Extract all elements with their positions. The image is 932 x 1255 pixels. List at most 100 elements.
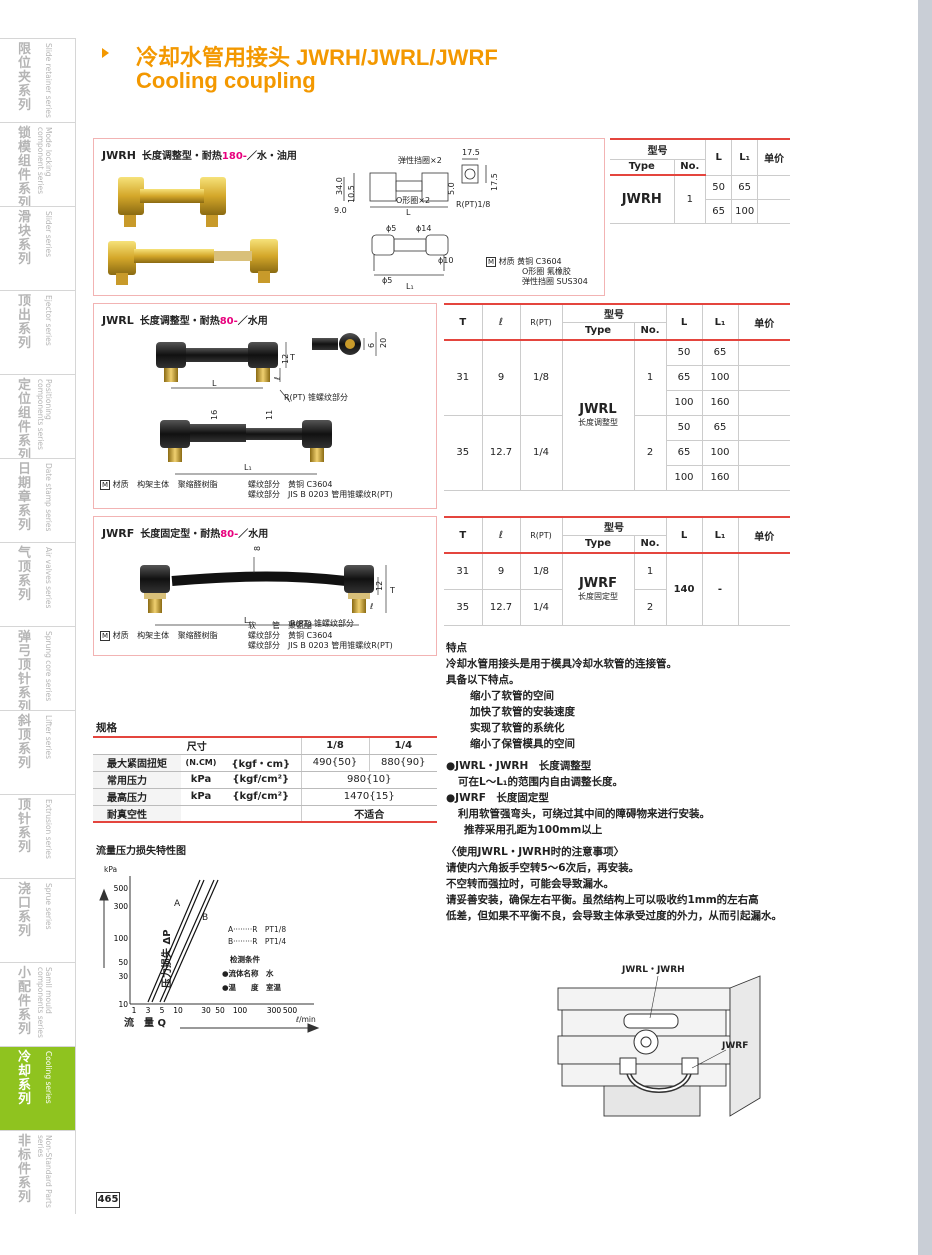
features-title: 特点 — [446, 642, 467, 654]
svg-text:12: 12 — [281, 354, 290, 364]
svg-text:20: 20 — [379, 338, 388, 348]
svg-text:L: L — [212, 379, 217, 388]
y-tick-label: 500 — [114, 884, 129, 893]
title-marker-icon — [102, 48, 109, 58]
sidebar-item-label: 斜顶系列 — [18, 714, 32, 771]
svg-text:JWRF: JWRF — [721, 1041, 748, 1051]
svg-text:L: L — [244, 616, 249, 625]
sidebar-item-label: 滑块系列 — [18, 210, 32, 267]
sidebar-item-label: 定位组件系列 — [18, 378, 32, 459]
x-tick-label: 300 — [267, 1006, 282, 1015]
page-title: 冷却水管用接头 JWRH/JWRL/JWRF — [136, 45, 498, 70]
sidebar-item-label: 冷却系列 — [18, 1050, 32, 1107]
sidebar-item[interactable]: 顶出系列 Ejector series — [0, 290, 76, 374]
sidebar-item-label: 气顶系列 — [18, 546, 32, 603]
sidebar-item-en-label: Mode locking component series — [36, 127, 53, 195]
svg-text:L₁: L₁ — [244, 463, 252, 472]
svg-text:R(PT)1/8: R(PT)1/8 — [456, 200, 490, 209]
svg-text:17.5: 17.5 — [490, 173, 499, 191]
svg-text:34.0: 34.0 — [335, 177, 344, 195]
spec-table: 尺寸 1/8 1/4 最大紧固扭矩 (N.CM) {kgf・cm} 490{50… — [93, 736, 437, 823]
svg-text:●流体名称 水: ●流体名称 水 — [222, 968, 274, 978]
svg-text:L₁: L₁ — [406, 282, 414, 291]
x-tick-label: 1 — [132, 1006, 137, 1015]
sidebar-item-label: 浇口系列 — [18, 882, 32, 939]
svg-text:6: 6 — [367, 343, 376, 348]
material-mark-icon: M — [100, 480, 111, 490]
jwrf-drawing: 8 T 12 ℓ L — [140, 546, 395, 626]
sidebar-item[interactable]: 滑块系列 Slider series — [0, 206, 76, 290]
sidebar-item-en-label: Sprung core series — [44, 631, 53, 702]
material-mark-icon: M — [486, 257, 497, 267]
jwrh-drawing: 弹性挡圈×2 17.5 17.5 34.0 10.5 9.0 O形圈×2 5.0… — [334, 148, 499, 291]
svg-text:ϕ14: ϕ14 — [416, 224, 431, 233]
y-tick-label: 30 — [118, 972, 128, 981]
y-tick-label: 300 — [114, 902, 129, 911]
sidebar-item-en-label: Slide retainer series — [44, 43, 53, 118]
svg-text:A········R PT1/8: A········R PT1/8 — [228, 925, 286, 934]
sidebar-item-en-label: Slider series — [44, 211, 53, 257]
svg-text:T: T — [389, 586, 395, 595]
svg-text:A: A — [174, 899, 181, 909]
sidebar-item-en-label: Ejector series — [44, 295, 53, 346]
jwrh-materials: M 材质 黄铜 C3604 O形圈 氟橡胶 弹性挡圈 SUS304 — [486, 257, 588, 286]
x-tick-label: 10 — [173, 1006, 183, 1015]
sidebar-item[interactable]: 浇口系列 Sprue series — [0, 878, 76, 962]
svg-text:kPa: kPa — [104, 865, 117, 874]
sidebar-item-label: 顶出系列 — [18, 294, 32, 351]
svg-text:T: T — [289, 353, 295, 362]
svg-text:17.5: 17.5 — [462, 148, 480, 157]
sidebar-item[interactable]: 定位组件系列 Positioning components series — [0, 374, 76, 458]
sidebar-item-label: 小配件系列 — [18, 966, 32, 1037]
svg-text:JWRL・JWRH: JWRL・JWRH — [621, 965, 685, 975]
x-tick-label: 100 — [233, 1006, 248, 1015]
svg-text:ϕ10: ϕ10 — [438, 256, 453, 265]
svg-text:B········R PT1/4: B········R PT1/4 — [228, 937, 286, 946]
x-tick-label: 5 — [160, 1006, 165, 1015]
features: 特点 冷却水管用接头是用于模具冷却水软管的连接管。 具备以下特点。 缩小了软管的… — [446, 640, 796, 924]
svg-text:O形圈×2: O形圈×2 — [396, 196, 430, 205]
sidebar-item-en-label: Positioning components series — [36, 379, 53, 450]
jwrl-table: T ℓ R(PT) 型号 L L₁ 单价 Type No. 31 9 1/8 J… — [444, 303, 790, 491]
svg-text:●温 度 室温: ●温 度 室温 — [222, 982, 282, 992]
sidebar-item[interactable]: 斜顶系列 Lifter series — [0, 710, 76, 794]
svg-text:12: 12 — [375, 581, 384, 591]
x-tick-label: 3 — [146, 1006, 151, 1015]
sidebar-item-label: 非标件系列 — [18, 1134, 32, 1205]
svg-text:流 量 Q: 流 量 Q — [124, 1016, 166, 1029]
line-b-upper — [163, 879, 219, 1003]
notes-title: 〈使用JWRL・JWRH时的注意事项〉 — [446, 846, 625, 858]
y-tick-label: 10 — [118, 1000, 128, 1009]
sidebar-item-en-label: Lifter series — [44, 715, 53, 760]
jwrf-table: T ℓ R(PT) 型号 L L₁ 单价 Type No. 31 9 1/8 J… — [444, 516, 790, 626]
y-tick-label: 100 — [114, 934, 129, 943]
svg-text:5.0: 5.0 — [447, 182, 456, 195]
jwrh-photo — [108, 177, 278, 285]
sidebar-item[interactable]: 冷却系列 Cooling series — [0, 1046, 76, 1130]
x-tick-label: 500 — [283, 1006, 298, 1015]
svg-text:ϕ5: ϕ5 — [386, 224, 396, 233]
sidebar-item-en-label: Sprue series — [44, 883, 53, 930]
svg-text:ℓ: ℓ — [369, 602, 373, 611]
flow-chart: kPa 压力损失 ΔP 流 量 Q ℓ/min A B A········R P… — [99, 865, 320, 1033]
sidebar-item-en-label: Cooling series — [44, 1051, 53, 1104]
svg-text:ϕ5: ϕ5 — [382, 276, 392, 285]
line-a-upper — [151, 879, 205, 1003]
jwrl-materials: M 材质 构架主体 聚缩醛树脂 — [100, 480, 218, 490]
page-number: 465 — [96, 1192, 120, 1208]
svg-text:检测条件: 检测条件 — [230, 954, 260, 964]
sidebar-item-label: 日期章系列 — [18, 462, 32, 533]
